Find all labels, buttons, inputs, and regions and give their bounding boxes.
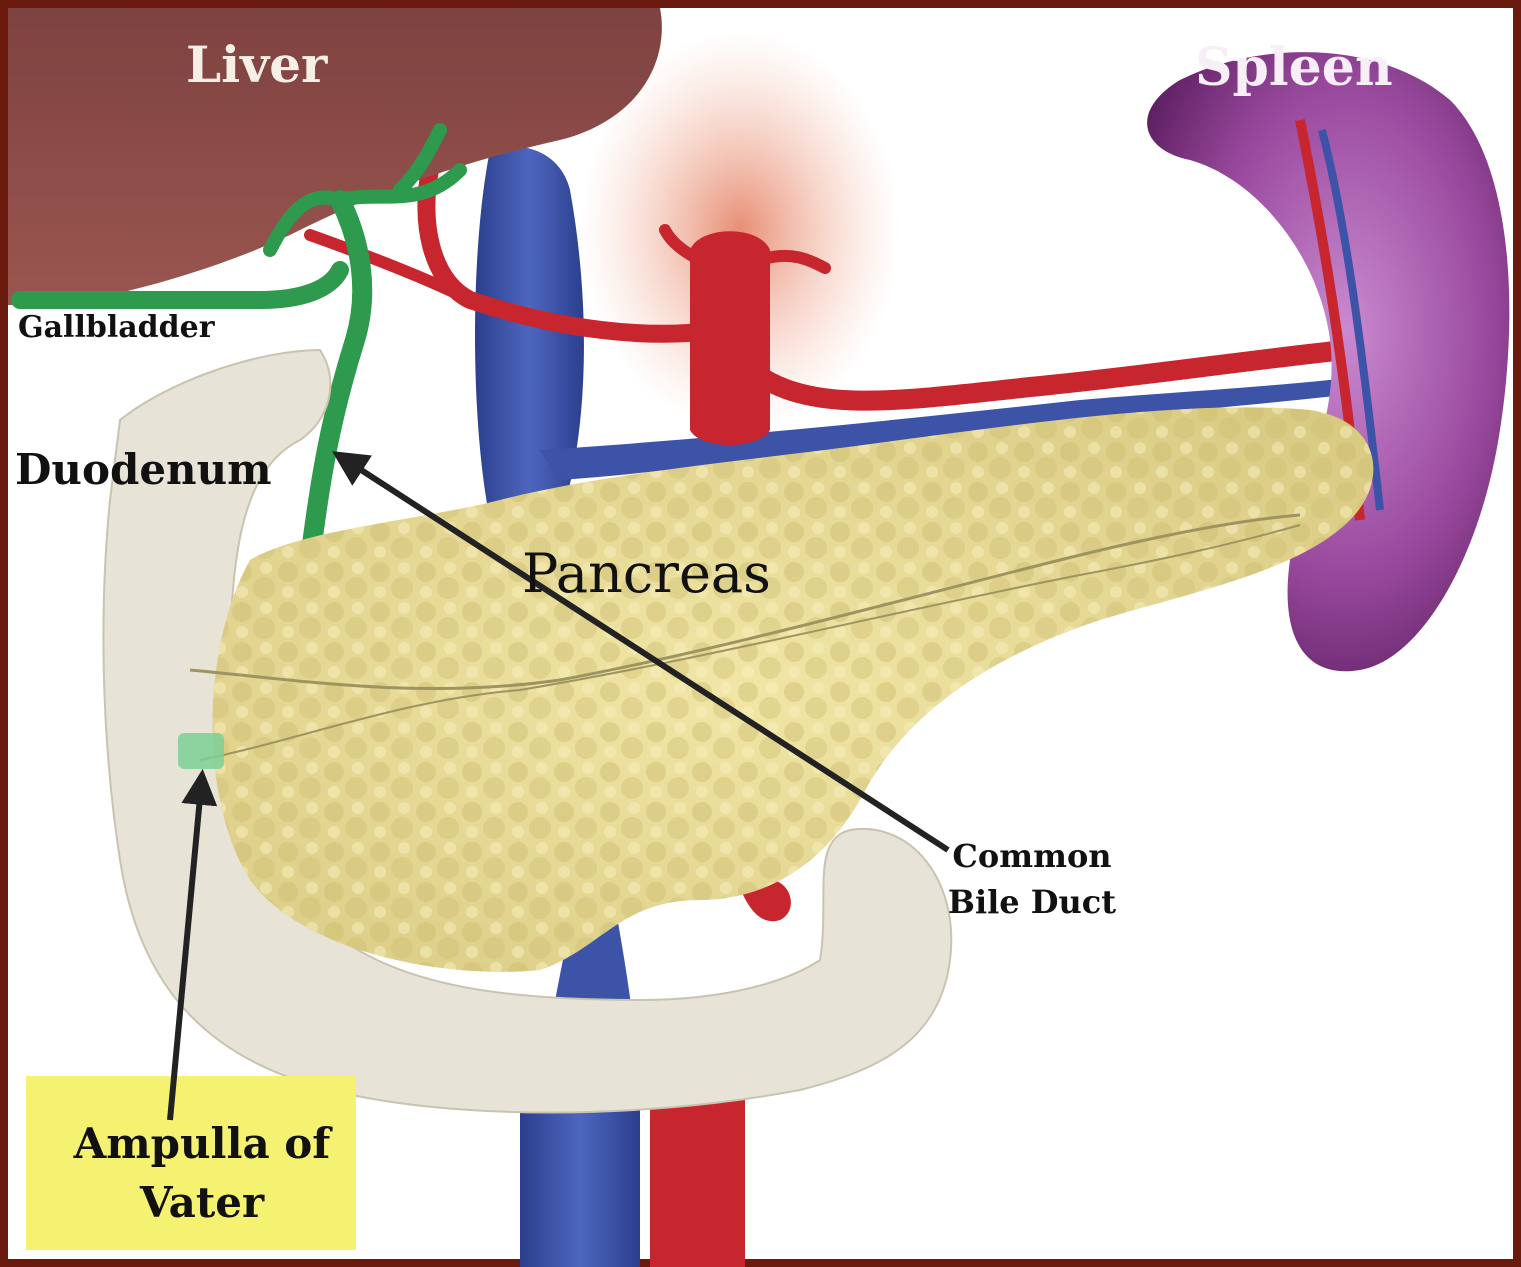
- label-ampulla-line-1: Ampulla of: [34, 1115, 370, 1174]
- ampulla: [178, 733, 224, 769]
- label-duodenum: Duodenum: [15, 449, 272, 491]
- label-spleen: Spleen: [1195, 42, 1393, 94]
- label-gallbladder: Gallbladder: [18, 313, 215, 343]
- label-common-bile-duct-line-2: Bile Duct: [934, 879, 1130, 925]
- label-ampulla-of-vater: Ampulla of Vater: [34, 1115, 370, 1233]
- label-common-bile-duct-line-1: Common: [934, 833, 1130, 879]
- label-common-bile-duct: Common Bile Duct: [934, 833, 1130, 926]
- label-ampulla-line-2: Vater: [34, 1174, 370, 1233]
- label-pancreas: Pancreas: [522, 547, 771, 601]
- label-liver: Liver: [186, 40, 327, 90]
